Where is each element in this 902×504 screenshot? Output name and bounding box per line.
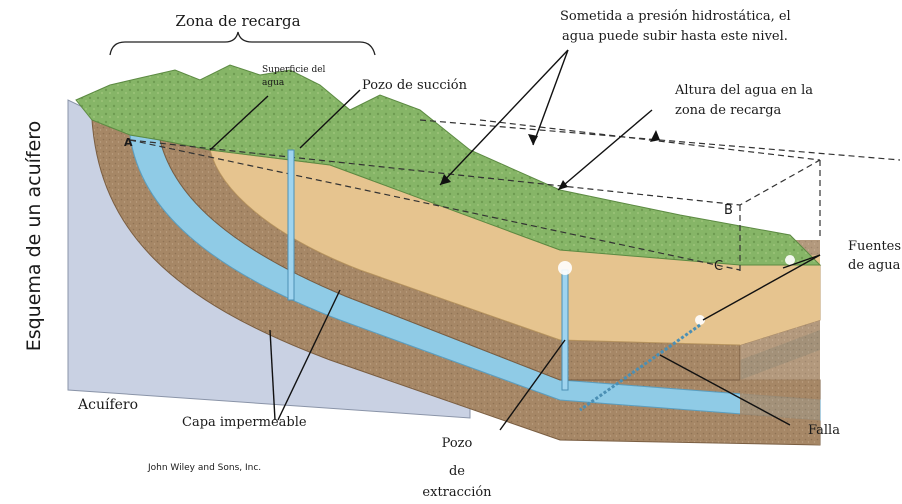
point-b: B [724, 203, 733, 218]
label-suction-well: Pozo de succión [362, 78, 468, 93]
label-credit: John Wiley and Sons, Inc. [147, 463, 261, 473]
recharge-zone-bracket [110, 32, 375, 55]
extraction-well [562, 270, 568, 390]
label-extraction-well-2: de [449, 464, 465, 479]
label-extraction-well-1: Pozo [442, 436, 473, 451]
side-title: Esquema de un acuífero [23, 121, 45, 352]
side-title-wrapper: Esquema de un acuífero [14, 96, 54, 376]
label-recharge-height-1: Altura del agua en la [674, 83, 813, 98]
label-impermeable: Capa impermeable [182, 415, 307, 430]
label-recharge-height-2: zona de recarga [675, 103, 782, 118]
label-water-surface-1: Superficie del [262, 65, 326, 75]
label-aquifer: Acuífero [77, 397, 138, 413]
label-pressure-2: agua puede subir hasta este nivel. [562, 29, 788, 44]
label-fault: Falla [808, 423, 840, 438]
label-pressure-1: Sometida a presión hidrostática, el [560, 9, 791, 24]
point-c: C [714, 259, 723, 274]
point-a: A [124, 136, 133, 149]
label-water-surface-2: agua [262, 78, 285, 88]
label-recharge-zone: Zona de recarga [175, 12, 300, 30]
label-springs-1: Fuentes [848, 239, 901, 254]
suction-well [288, 150, 294, 300]
label-extraction-well-3: extracción [422, 485, 492, 500]
label-springs-2: de agua [848, 258, 901, 273]
